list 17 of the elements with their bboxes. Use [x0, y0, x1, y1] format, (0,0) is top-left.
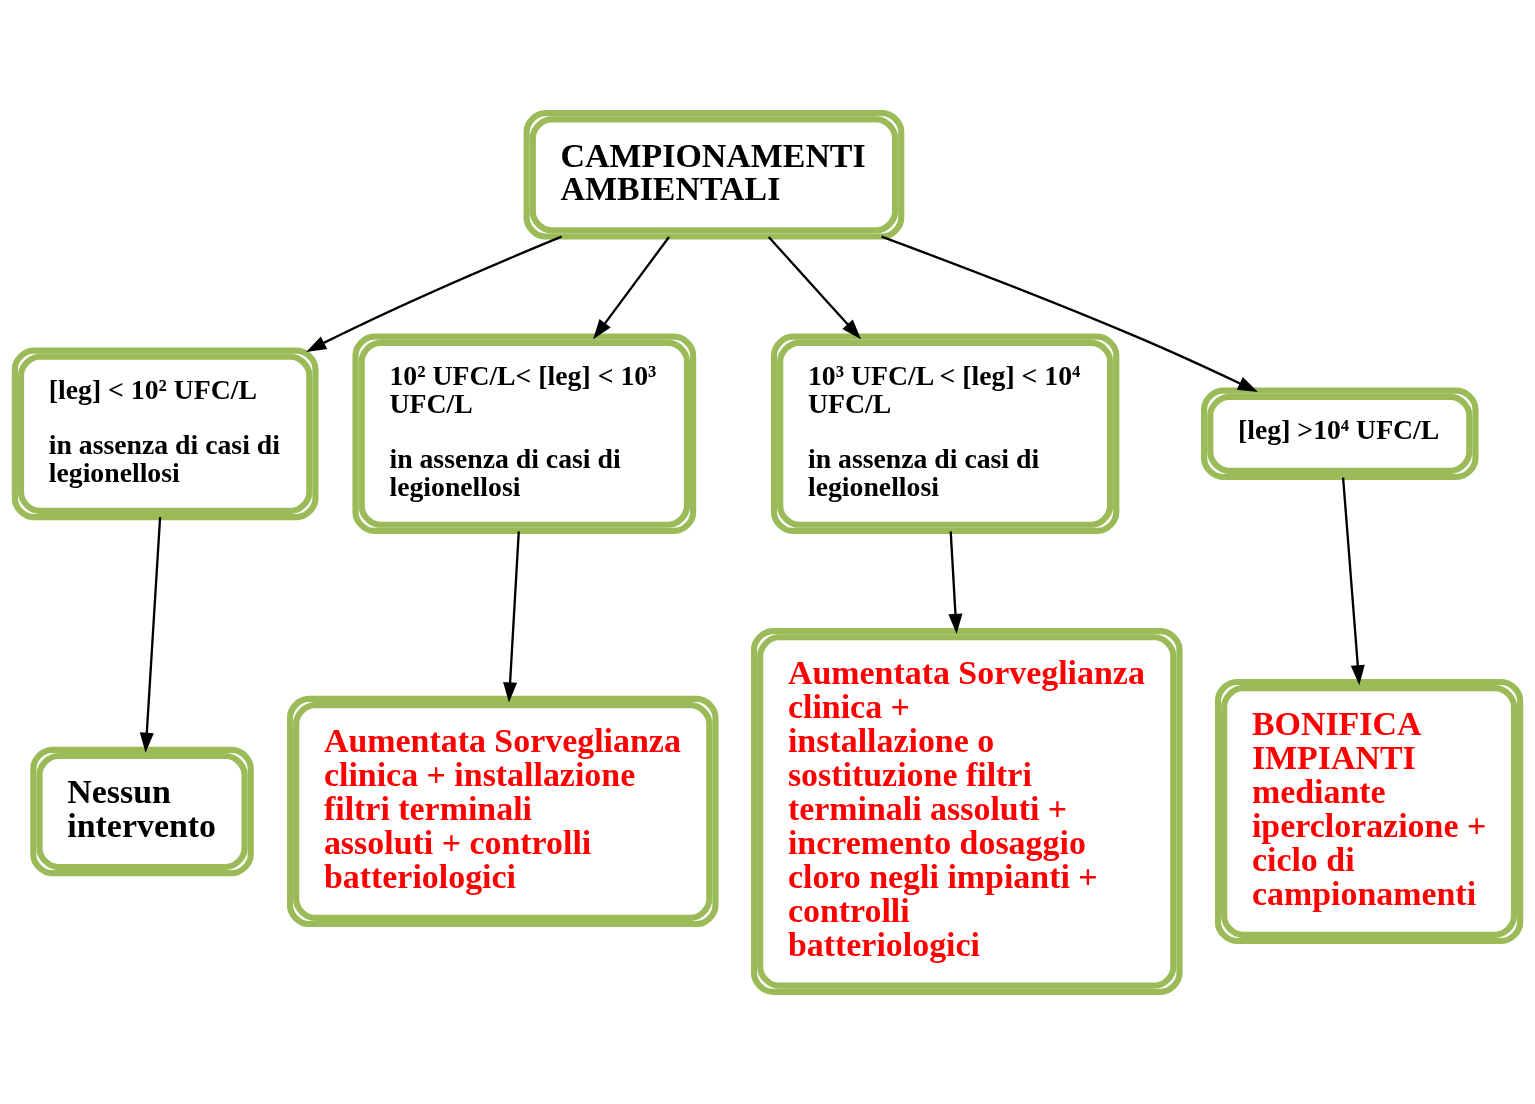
arrow: [503, 530, 520, 702]
node-box: Aumentata Sorveglianza clinica + installazione filtri terminali assoluti + controlli batteriologici: [286, 695, 719, 927]
arrow: [1341, 477, 1365, 685]
node-box: [leg] < 10² UFC/L in assenza di casi di legionellosi: [11, 346, 319, 520]
arrow: [593, 235, 670, 339]
node-box: 10³ UFC/L < [leg] < 10⁴ UFC/L in assenza di casi di legionellosi: [770, 333, 1120, 534]
arrow: [139, 516, 162, 753]
node-box: Nessun intervento: [30, 746, 254, 876]
arrow: [881, 235, 1258, 392]
arrow: [767, 235, 861, 339]
arrow: [306, 235, 562, 352]
node-box: [leg] >10⁴ UFC/L: [1201, 387, 1479, 480]
node-box: CAMPIONAMENTI AMBIENTALI: [523, 109, 905, 240]
node-box: BONIFICA IMPIANTI mediante iperclorazione + ciclo di campionamenti: [1214, 678, 1524, 944]
node-box: Aumentata Sorveglianza clinica + installazione o sostituzione filtri terminali assoluti + incremento dosaggio cloro negli impianti + controlli batteriologici: [750, 627, 1183, 995]
arrow: [948, 530, 963, 634]
node-box: 10² UFC/L< [leg] < 10³ UFC/L in assenza di casi di legionellosi: [352, 333, 697, 534]
